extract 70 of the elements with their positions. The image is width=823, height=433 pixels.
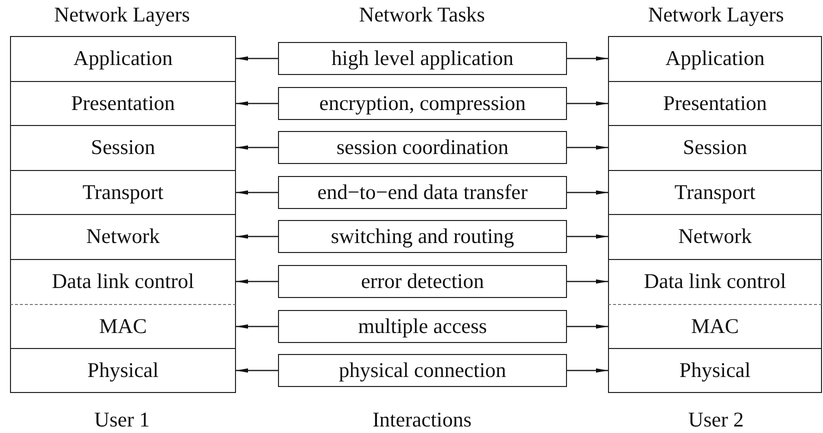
layer-label: MAC <box>99 314 147 338</box>
layer-label: Physical <box>679 358 751 382</box>
task-label: encryption, compression <box>319 92 526 116</box>
layer-box <box>608 259 822 304</box>
task-label: end−to−end data transfer <box>317 180 528 204</box>
arrow <box>236 324 278 329</box>
layer-label: Transport <box>674 180 756 204</box>
arrow <box>567 145 608 150</box>
column-caption: User 1 <box>94 408 150 432</box>
layer-label: Presentation <box>663 92 767 116</box>
layer-label: Data link control <box>52 270 194 294</box>
layer-box <box>10 170 236 214</box>
arrow <box>236 368 278 373</box>
task-label: high level application <box>332 46 514 70</box>
layer-label: Physical <box>87 358 159 382</box>
layer-box <box>10 348 236 393</box>
layer-box <box>608 125 822 170</box>
layer-label: Presentation <box>71 92 175 116</box>
layer-label: Session <box>90 136 156 160</box>
task-label: physical connection <box>338 358 506 382</box>
layer-label: MAC <box>691 314 739 338</box>
task-box <box>278 176 567 209</box>
layer-label: Application <box>665 47 765 71</box>
layer-label: Session <box>682 136 748 160</box>
column-heading: Network Layers <box>54 3 190 27</box>
layer-label: Network <box>678 225 752 249</box>
task-box <box>278 310 567 343</box>
arrow <box>567 234 608 239</box>
task-box <box>278 354 567 387</box>
arrow <box>567 368 608 373</box>
task-box <box>278 265 567 298</box>
layer-box <box>608 170 822 214</box>
task-box <box>278 87 567 120</box>
column-caption: User 2 <box>688 408 744 432</box>
layer-box <box>608 304 822 348</box>
layer-label: Application <box>73 47 173 71</box>
layer-box <box>10 214 236 259</box>
arrow <box>236 101 278 106</box>
column-caption: Interactions <box>372 408 472 432</box>
task-label: switching and routing <box>330 224 514 248</box>
arrow <box>567 56 608 61</box>
arrow <box>567 324 608 329</box>
layer-box <box>10 259 236 304</box>
layer-box <box>608 36 822 81</box>
layer-box <box>608 348 822 393</box>
arrow <box>236 279 278 284</box>
task-box <box>278 131 567 164</box>
task-label: session coordination <box>336 136 509 160</box>
arrow <box>236 234 278 239</box>
column-heading: Network Tasks <box>359 3 485 27</box>
column-heading: Network Layers <box>648 3 784 27</box>
arrow <box>236 56 278 61</box>
arrow <box>567 101 608 106</box>
task-box <box>278 220 567 253</box>
layer-label: Network <box>86 225 160 249</box>
layer-box <box>608 81 822 125</box>
arrow <box>236 145 278 150</box>
arrow <box>236 190 278 195</box>
layer-box <box>10 304 236 348</box>
layer-box <box>10 36 236 81</box>
arrow <box>567 279 608 284</box>
layer-label: Data link control <box>644 270 786 294</box>
layer-box <box>10 125 236 170</box>
task-label: error detection <box>360 270 484 294</box>
task-label: multiple access <box>358 314 487 338</box>
task-box <box>278 42 567 75</box>
layer-label: Transport <box>82 180 164 204</box>
layer-box <box>10 81 236 125</box>
arrow <box>567 190 608 195</box>
layer-box <box>608 214 822 259</box>
